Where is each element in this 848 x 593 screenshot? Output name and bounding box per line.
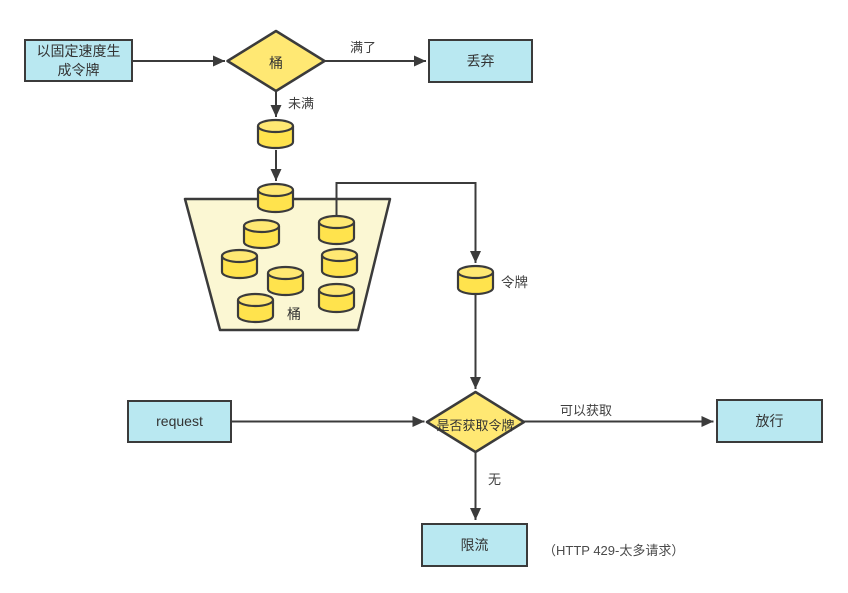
token-cylinder-icon — [236, 292, 275, 324]
edge-label-can-acquire: 可以获取 — [560, 403, 613, 418]
edge-label-full: 满了 — [350, 40, 377, 55]
node-throttle-label: 限流 — [460, 536, 489, 553]
bucket-full-decision-label: 桶 — [269, 55, 283, 71]
node-discard-label: 丢弃 — [466, 52, 495, 69]
node-request-label: request — [156, 413, 203, 430]
edge-bucket-to-token — [335, 182, 481, 263]
token-output-cylinder-icon — [456, 264, 495, 296]
node-allow: 放行 — [716, 399, 823, 443]
acquire-decision-label: 是否获取令牌 — [436, 418, 515, 433]
token-cylinder-drop-icon — [256, 118, 295, 150]
acquire-decision-shape — [425, 390, 526, 454]
http-429-annotation: （HTTP 429-太多请求） — [543, 543, 685, 558]
node-generator-label: 以固定速度生成令牌 — [36, 43, 121, 78]
bucket-full-decision-shape — [226, 29, 326, 93]
node-throttle: 限流 — [421, 523, 528, 567]
bucket-container-label: 桶 — [287, 306, 301, 322]
edge-label-none: 无 — [488, 472, 502, 487]
token-cylinder-bucket-top-icon — [256, 182, 295, 214]
node-request: request — [127, 400, 232, 443]
token-cylinder-icon — [320, 247, 359, 279]
token-cylinder-label: 令牌 — [501, 275, 528, 290]
node-allow-label: 放行 — [755, 412, 784, 429]
token-cylinder-icon — [266, 265, 305, 297]
token-cylinder-icon — [220, 248, 259, 280]
token-cylinder-icon — [317, 282, 356, 314]
node-discard: 丢弃 — [428, 39, 533, 83]
token-cylinder-icon — [317, 214, 356, 246]
edge-label-not-full: 未满 — [288, 96, 315, 111]
node-generator: 以固定速度生成令牌 — [24, 39, 133, 82]
token-cylinder-icon — [242, 218, 281, 250]
